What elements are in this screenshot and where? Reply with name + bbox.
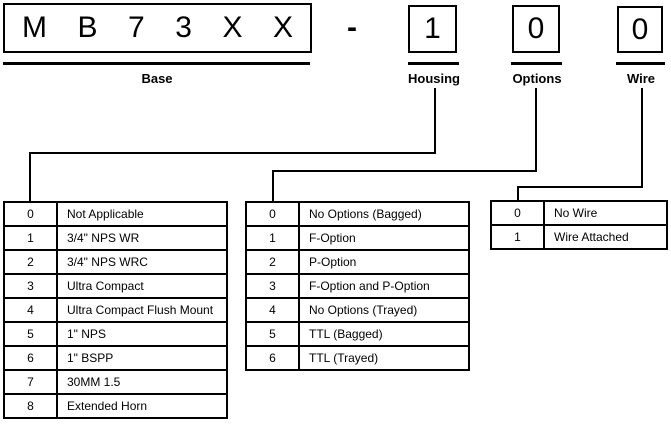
separator-dash: -: [347, 11, 357, 44]
options-connector-line: [272, 170, 537, 172]
wire-label: Wire: [626, 71, 656, 86]
table-row: 4 Ultra Compact Flush Mount: [3, 297, 228, 323]
desc-cell: Wire Attached: [543, 224, 668, 250]
desc-cell: Ultra Compact: [56, 273, 228, 299]
code-cell: 2: [3, 249, 58, 275]
housing-code-table: 0 Not Applicable 1 3/4" NPS WR 2 3/4" NP…: [3, 201, 228, 419]
desc-cell: Extended Horn: [56, 393, 228, 419]
table-row: 6 1" BSPP: [3, 345, 228, 371]
code-cell: 5: [3, 321, 58, 347]
desc-cell: F-Option and P-Option: [298, 273, 470, 299]
base-char: 3: [175, 11, 192, 44]
desc-cell: No Options (Bagged): [298, 201, 470, 227]
housing-connector-line: [29, 152, 31, 203]
desc-cell: TTL (Trayed): [298, 345, 470, 371]
code-cell: 6: [3, 345, 58, 371]
desc-cell: F-Option: [298, 225, 470, 251]
options-label: Options: [512, 71, 562, 86]
desc-cell: 1" BSPP: [56, 345, 228, 371]
table-row: 0 No Wire: [490, 200, 668, 226]
wire-connector-line: [517, 186, 519, 202]
table-row: 3 Ultra Compact: [3, 273, 228, 299]
table-row: 5 1" NPS: [3, 321, 228, 347]
table-row: 2 P-Option: [245, 249, 470, 275]
base-char: X: [272, 11, 293, 44]
table-row: 0 Not Applicable: [3, 201, 228, 227]
code-cell: 0: [490, 200, 545, 226]
code-cell: 3: [245, 273, 300, 299]
table-row: 8 Extended Horn: [3, 393, 228, 419]
table-row: 0 No Options (Bagged): [245, 201, 470, 227]
options-connector-line: [272, 170, 274, 203]
options-connector-line: [535, 88, 537, 172]
base-char: B: [77, 11, 98, 44]
housing-code-value: 1: [424, 12, 441, 45]
code-cell: 1: [245, 225, 300, 251]
base-underline: [3, 62, 310, 65]
code-cell: 5: [245, 321, 300, 347]
base-char: 7: [128, 11, 145, 44]
base-code-box: M B 7 3 X X: [3, 3, 312, 53]
desc-cell: Ultra Compact Flush Mount: [56, 297, 228, 323]
wire-code-table: 0 No Wire 1 Wire Attached: [490, 200, 668, 250]
code-cell: 6: [245, 345, 300, 371]
code-cell: 3: [3, 273, 58, 299]
housing-underline: [408, 62, 459, 65]
code-cell: 8: [3, 393, 58, 419]
desc-cell: No Wire: [543, 200, 668, 226]
options-code-table: 0 No Options (Bagged) 1 F-Option 2 P-Opt…: [245, 201, 470, 371]
desc-cell: TTL (Bagged): [298, 321, 470, 347]
table-row: 1 3/4" NPS WR: [3, 225, 228, 251]
options-code-box: 0: [512, 5, 560, 53]
table-row: 1 F-Option: [245, 225, 470, 251]
code-cell: 2: [245, 249, 300, 275]
wire-code-box: 0: [617, 6, 663, 53]
wire-connector-line: [641, 88, 643, 188]
code-cell: 4: [245, 297, 300, 323]
wire-connector-line: [517, 186, 643, 188]
desc-cell: 30MM 1.5: [56, 369, 228, 395]
housing-connector-line: [434, 88, 436, 154]
code-cell: 4: [3, 297, 58, 323]
options-underline: [511, 62, 562, 65]
code-cell: 1: [3, 225, 58, 251]
options-code-value: 0: [527, 12, 545, 45]
desc-cell: P-Option: [298, 249, 470, 275]
table-row: 3 F-Option and P-Option: [245, 273, 470, 299]
table-row: 6 TTL (Trayed): [245, 345, 470, 371]
desc-cell: Not Applicable: [56, 201, 228, 227]
housing-code-box: 1: [408, 5, 457, 53]
code-cell: 7: [3, 369, 58, 395]
desc-cell: 3/4" NPS WR: [56, 225, 228, 251]
desc-cell: 3/4" NPS WRC: [56, 249, 228, 275]
table-row: 1 Wire Attached: [490, 224, 668, 250]
base-label: Base: [141, 71, 173, 86]
wire-code-value: 0: [631, 12, 649, 46]
housing-label: Housing: [408, 71, 460, 86]
code-cell: 0: [245, 201, 300, 227]
wire-underline: [616, 62, 665, 65]
code-cell: 1: [490, 224, 545, 250]
housing-connector-line: [29, 152, 436, 154]
table-row: 2 3/4" NPS WRC: [3, 249, 228, 275]
table-row: 4 No Options (Trayed): [245, 297, 470, 323]
base-char: X: [222, 11, 243, 44]
code-cell: 0: [3, 201, 58, 227]
base-char: M: [22, 11, 47, 44]
table-row: 7 30MM 1.5: [3, 369, 228, 395]
table-row: 5 TTL (Bagged): [245, 321, 470, 347]
desc-cell: No Options (Trayed): [298, 297, 470, 323]
desc-cell: 1" NPS: [56, 321, 228, 347]
